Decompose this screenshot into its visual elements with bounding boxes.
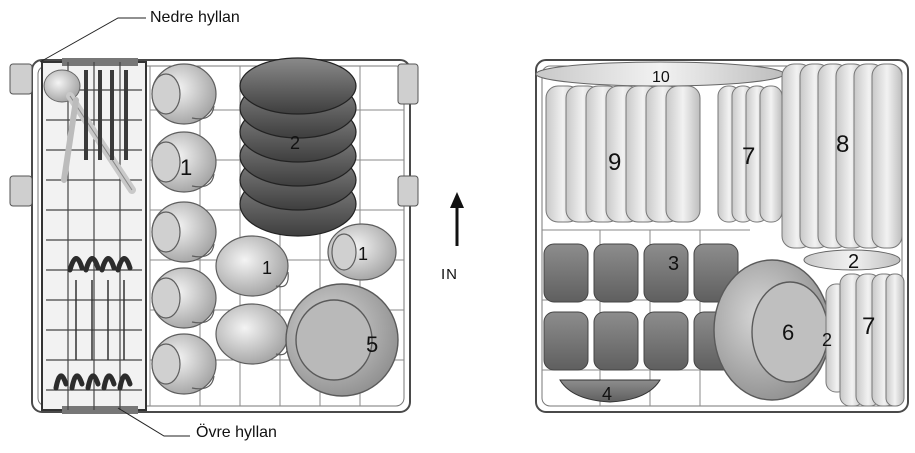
- right-label-platter-10: 10: [652, 69, 670, 86]
- right-label-plates-9: 9: [608, 149, 621, 176]
- cup: [151, 333, 217, 395]
- callout-lines: [39, 17, 190, 437]
- left-label-cup-1c: 1: [358, 244, 368, 264]
- cup: [215, 303, 289, 365]
- cup: [151, 201, 217, 263]
- plates-8: [781, 63, 903, 249]
- bottom-shelf-label: Övre hyllan: [196, 424, 277, 441]
- plates-9: [545, 85, 701, 223]
- large-bowl: [713, 259, 831, 401]
- right-rack: 10 9 7 8 3 2 6 2 7 4: [535, 59, 909, 413]
- right-label-plates-7: 7: [742, 143, 755, 170]
- direction-arrow: [450, 192, 464, 246]
- plates-7-top: [717, 85, 783, 223]
- cup: [151, 63, 217, 125]
- stacked-plates: [239, 57, 357, 237]
- left-rack-inner-frame: [37, 65, 405, 407]
- small-bowl: [559, 379, 661, 403]
- right-label-plates-7b: 7: [862, 313, 875, 340]
- cup: [215, 235, 289, 297]
- right-rack-frame: [535, 59, 909, 413]
- left-rack-frame: [31, 59, 411, 413]
- left-label-cup-1: 1: [180, 155, 192, 180]
- saucer: [803, 249, 901, 271]
- right-label-bowl-4: 4: [602, 384, 612, 404]
- bowl: [285, 283, 399, 397]
- cutlery-basket: [41, 58, 147, 414]
- right-label-plate-2: 2: [822, 330, 832, 350]
- utensils: [43, 69, 136, 391]
- right-label-glasses-3: 3: [668, 253, 679, 275]
- left-label-plates-2: 2: [290, 133, 300, 153]
- plates-7-bottom: [825, 273, 905, 407]
- right-label-bowl-6: 6: [782, 320, 794, 345]
- cups-column: [151, 63, 217, 395]
- middle-cups: [215, 223, 397, 365]
- glasses: [543, 243, 739, 371]
- right-label-saucer-2: 2: [848, 251, 859, 273]
- left-label-cup-1b: 1: [262, 258, 272, 278]
- right-label-plates-8: 8: [836, 131, 849, 158]
- direction-label: IN: [441, 266, 458, 283]
- top-shelf-label: Nedre hyllan: [150, 9, 240, 26]
- cup: [151, 267, 217, 329]
- left-rack: 1 2 1 1 5: [9, 57, 419, 414]
- cup: [327, 223, 397, 281]
- left-label-bowl-5: 5: [366, 332, 378, 357]
- left-rack-clips: [9, 63, 419, 207]
- cup: [151, 131, 217, 193]
